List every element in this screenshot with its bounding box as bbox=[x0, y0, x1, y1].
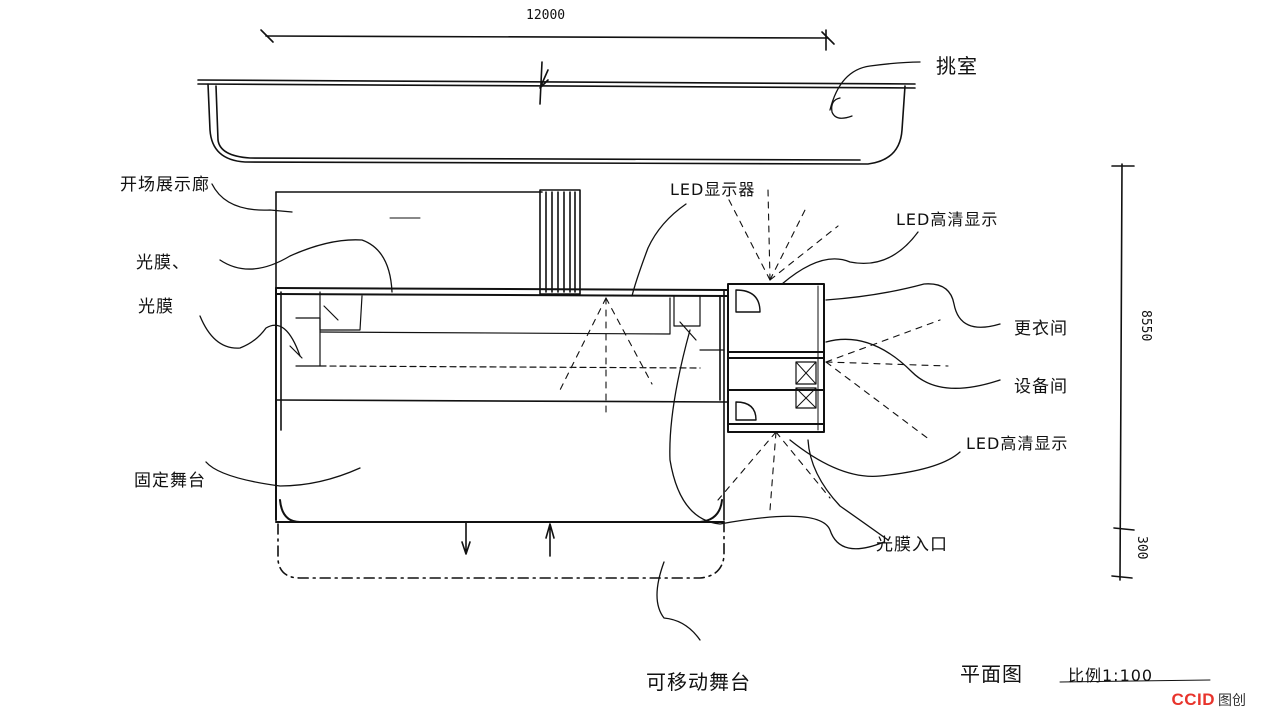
label-fixed-stage: 固定舞台 bbox=[134, 471, 206, 491]
fixed-stage-outline bbox=[275, 499, 725, 557]
label-dressing-room: 更衣间 bbox=[1014, 319, 1068, 339]
label-light-film-entrance: 光膜入口 bbox=[876, 535, 948, 555]
right-dimension-line bbox=[1111, 163, 1135, 581]
right-dimension-label-main: 8550 bbox=[1138, 310, 1153, 342]
exhibition-hall-outline bbox=[275, 191, 543, 291]
label-led-hd-lower: LED高清显示 bbox=[966, 434, 1069, 453]
label-scale: 比例1:100 bbox=[1068, 666, 1154, 685]
label-led-display-top: LED显示器 bbox=[670, 180, 756, 199]
inner-corridor bbox=[289, 291, 725, 369]
leader-lines bbox=[199, 61, 1001, 641]
label-movable-stage: 可移动舞台 bbox=[646, 670, 751, 694]
top-dimension-line bbox=[265, 35, 829, 39]
label-plan-title: 平面图 bbox=[960, 662, 1023, 686]
watermark-sub: 图创 bbox=[1218, 692, 1246, 708]
top-dimension-label: 12000 bbox=[526, 8, 566, 23]
label-opening-hall: 开场展示廊 bbox=[120, 175, 210, 195]
movable-stage-outline bbox=[277, 523, 725, 579]
hatched-column bbox=[539, 189, 581, 295]
label-led-hd-top: LED高清显示 bbox=[896, 210, 999, 229]
right-dimension-label-lower: 300 bbox=[1134, 536, 1149, 560]
label-equipment-room: 设备间 bbox=[1014, 377, 1068, 397]
label-light-film-1: 光膜、 bbox=[136, 253, 190, 273]
watermark-brand: CCID bbox=[1171, 690, 1215, 709]
light-rays bbox=[559, 189, 949, 511]
right-rooms bbox=[727, 283, 825, 433]
label-pick-room: 挑室 bbox=[936, 54, 978, 78]
label-light-film-2: 光膜 bbox=[138, 297, 174, 317]
main-walls bbox=[275, 287, 729, 521]
balcony-outline bbox=[197, 61, 916, 165]
